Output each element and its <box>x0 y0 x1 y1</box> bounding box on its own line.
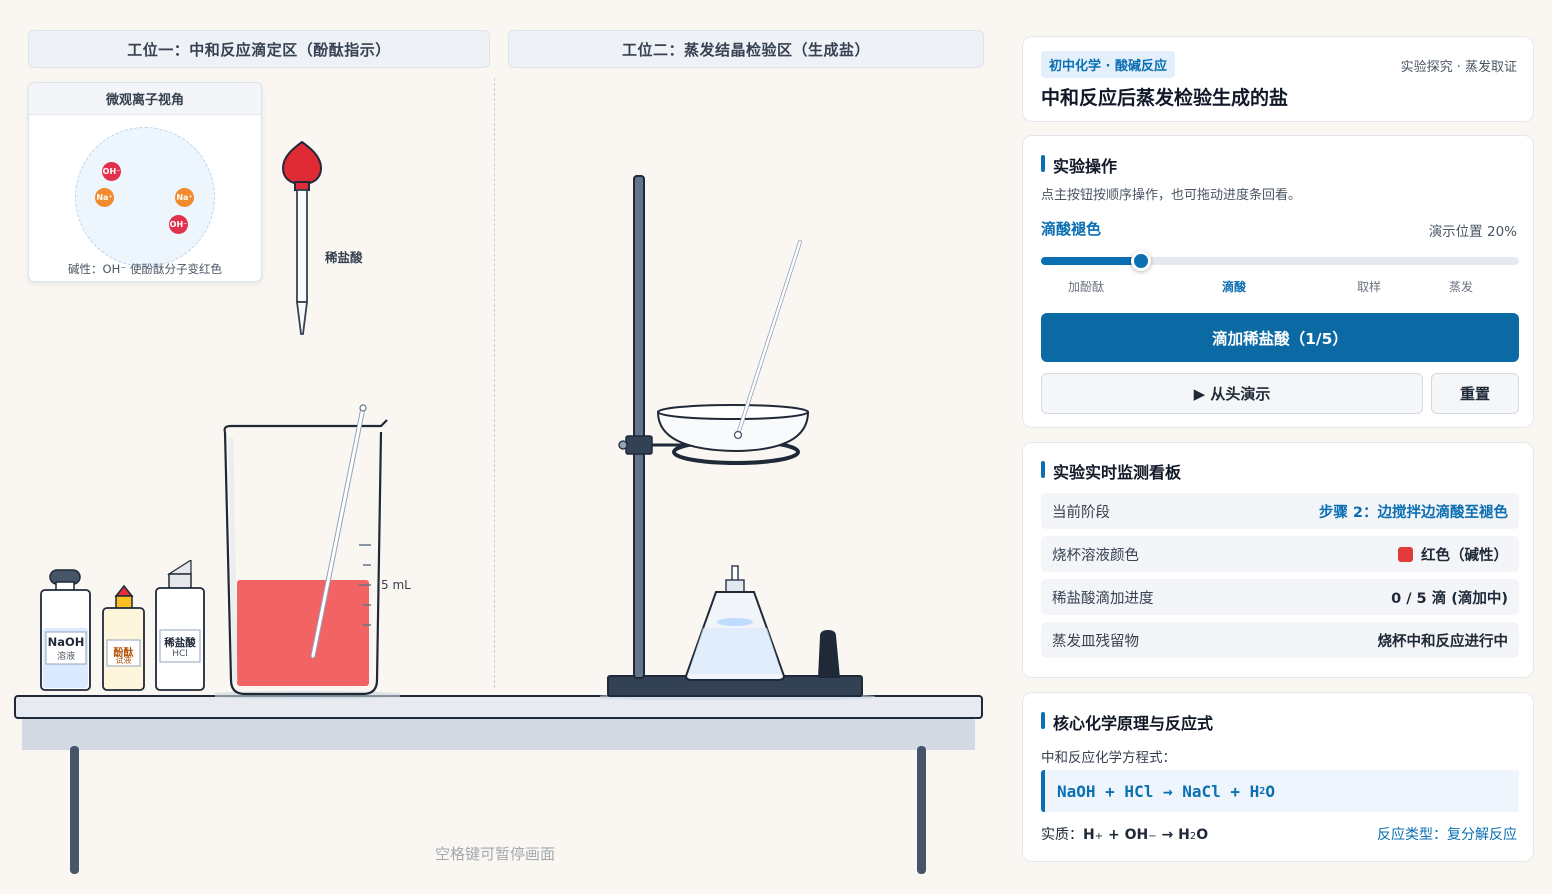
equation-label: 中和反应化学方程式： <box>1041 750 1176 766</box>
monitor-row-color: 烧杯溶液颜色 红色（碱性） <box>1041 536 1519 572</box>
zone-divider <box>494 78 495 688</box>
page-title: 中和反应后蒸发检验生成的盐 <box>1041 87 1289 109</box>
naoh-bottle-name: NaOH <box>47 635 85 649</box>
progress-thumb[interactable] <box>1131 251 1152 271</box>
essence-water-o: O <box>1196 827 1209 843</box>
subject-badge: 初中化学 · 酸碱反应 <box>1041 51 1175 78</box>
equation-main: NaOH + HCl → NaCl + H <box>1057 781 1260 801</box>
essence-water: → H <box>1156 827 1190 843</box>
micro-view-title: 微观离子视角 <box>29 83 261 115</box>
monitor-title: 实验实时监测看板 <box>1041 459 1181 483</box>
monitor-label: 烧杯溶液颜色 <box>1052 547 1139 564</box>
monitor-label: 当前阶段 <box>1052 504 1110 521</box>
monitor-label: 稀盐酸滴加进度 <box>1052 590 1154 607</box>
dropper-label: 稀盐酸 <box>325 250 363 265</box>
core-principle-card: 核心化学原理与反应式 中和反应化学方程式： NaOH + HCl → NaCl … <box>1022 692 1534 862</box>
zone2-title: 工位二：蒸发结晶检验区（生成盐） <box>508 30 984 68</box>
current-stage-name: 滴酸褪色 <box>1041 220 1102 238</box>
header-tagline: 实验探究 · 蒸发取证 <box>1400 60 1517 75</box>
lab-table <box>14 695 983 874</box>
alcohol-lamp[interactable] <box>680 560 850 685</box>
monitor-value: 红色（碱性） <box>1421 547 1508 564</box>
drip-acid-button[interactable]: 滴加稀盐酸（1/5） <box>1041 313 1519 362</box>
phenol-bottle-sub: 试液 <box>115 656 132 665</box>
essence-label: 实质： <box>1041 827 1083 843</box>
beaker-volume-mark: 5 mL <box>381 578 411 592</box>
beaker[interactable] <box>215 400 400 700</box>
monitor-value-color: 红色（碱性） <box>1398 544 1508 565</box>
naoh-bottle[interactable] <box>40 569 91 691</box>
reagent-bottles <box>40 560 205 691</box>
monitor-value: 烧杯中和反应进行中 <box>1377 633 1509 650</box>
essence-h: H <box>1083 827 1095 843</box>
ion-hydroxide: OH⁻ <box>169 215 188 234</box>
reaction-type: 反应类型：复分解反应 <box>1377 827 1517 843</box>
ion-sodium: Na⁺ <box>95 188 114 207</box>
hcl-bottle-name: 稀盐酸 <box>164 637 196 649</box>
monitor-row-drops: 稀盐酸滴加进度 0 / 5 滴 (滴加中) <box>1041 579 1519 615</box>
reset-button[interactable]: 重置 <box>1431 373 1519 414</box>
progress-tick-evaporate[interactable]: 蒸发 <box>1449 280 1474 294</box>
zone1-title: 工位一：中和反应滴定区（酚酞指示） <box>28 30 490 68</box>
hcl-bottle[interactable] <box>155 560 205 691</box>
progress-tick-sample[interactable]: 取样 <box>1357 280 1382 294</box>
essence-water-sub: 2 <box>1189 831 1197 842</box>
micro-view-caption: 碱性：OH⁻ 使酚酞分子变红色 <box>68 262 222 276</box>
operations-title: 实验操作 <box>1041 153 1117 177</box>
progress-slider[interactable] <box>1041 251 1519 271</box>
naoh-bottle-sub: 溶液 <box>56 652 75 662</box>
equation-tail: O <box>1265 781 1275 801</box>
pause-hint: 空格键可暂停画面 <box>434 845 555 863</box>
ion-sodium: Na⁺ <box>175 188 194 207</box>
header-card: 初中化学 · 酸碱反应 实验探究 · 蒸发取证 中和反应后蒸发检验生成的盐 <box>1022 36 1534 122</box>
hcl-bottle-sub: HCl <box>172 649 188 659</box>
monitor-value: 0 / 5 滴 (滴加中) <box>1391 590 1508 607</box>
monitor-value: 步骤 2：边搅拌边滴酸至褪色 <box>1318 504 1508 521</box>
progress-fill <box>1041 257 1142 265</box>
monitor-card: 实验实时监测看板 当前阶段 步骤 2：边搅拌边滴酸至褪色 烧杯溶液颜色 红色（碱… <box>1022 442 1534 678</box>
replay-button[interactable]: ▶ 从头演示 <box>1041 373 1423 414</box>
iron-stand <box>600 175 875 700</box>
ion-hydroxide: OH⁻ <box>102 162 121 181</box>
essence-oh: + OH <box>1103 827 1149 843</box>
operations-card: 实验操作 点主按钮按顺序操作，也可拖动进度条回看。 滴酸褪色 演示位置 20% … <box>1022 135 1534 428</box>
progress-tick-drip-acid[interactable]: 滴酸 <box>1222 280 1247 294</box>
core-title: 核心化学原理与反应式 <box>1041 710 1213 734</box>
beaker-solution <box>237 580 369 686</box>
essence-h-charge: + <box>1094 831 1104 842</box>
color-swatch <box>1398 546 1413 562</box>
demo-position: 演示位置 20% <box>1428 224 1517 240</box>
phenol-bottle-name: 酚酞 <box>113 648 134 659</box>
micro-ion-view: 微观离子视角 OH⁻ Na⁺ Na⁺ OH⁻ 碱性：OH⁻ 使酚酞分子变红色 <box>28 82 262 282</box>
monitor-label: 蒸发皿残留物 <box>1052 633 1139 650</box>
phenolphthalein-bottle[interactable] <box>102 584 145 691</box>
equation-subscript: 2 <box>1259 785 1266 797</box>
essence-oh-charge: − <box>1148 831 1157 842</box>
monitor-row-stage: 当前阶段 步骤 2：边搅拌边滴酸至褪色 <box>1041 493 1519 529</box>
micro-ion-circle: OH⁻ Na⁺ Na⁺ OH⁻ <box>75 127 215 267</box>
dropper[interactable] <box>280 138 324 343</box>
operations-desc: 点主按钮按顺序操作，也可拖动进度条回看。 <box>1041 188 1302 203</box>
monitor-row-residue: 蒸发皿残留物 烧杯中和反应进行中 <box>1041 622 1519 658</box>
progress-tick-add-indicator[interactable]: 加酚酞 <box>1068 280 1105 294</box>
